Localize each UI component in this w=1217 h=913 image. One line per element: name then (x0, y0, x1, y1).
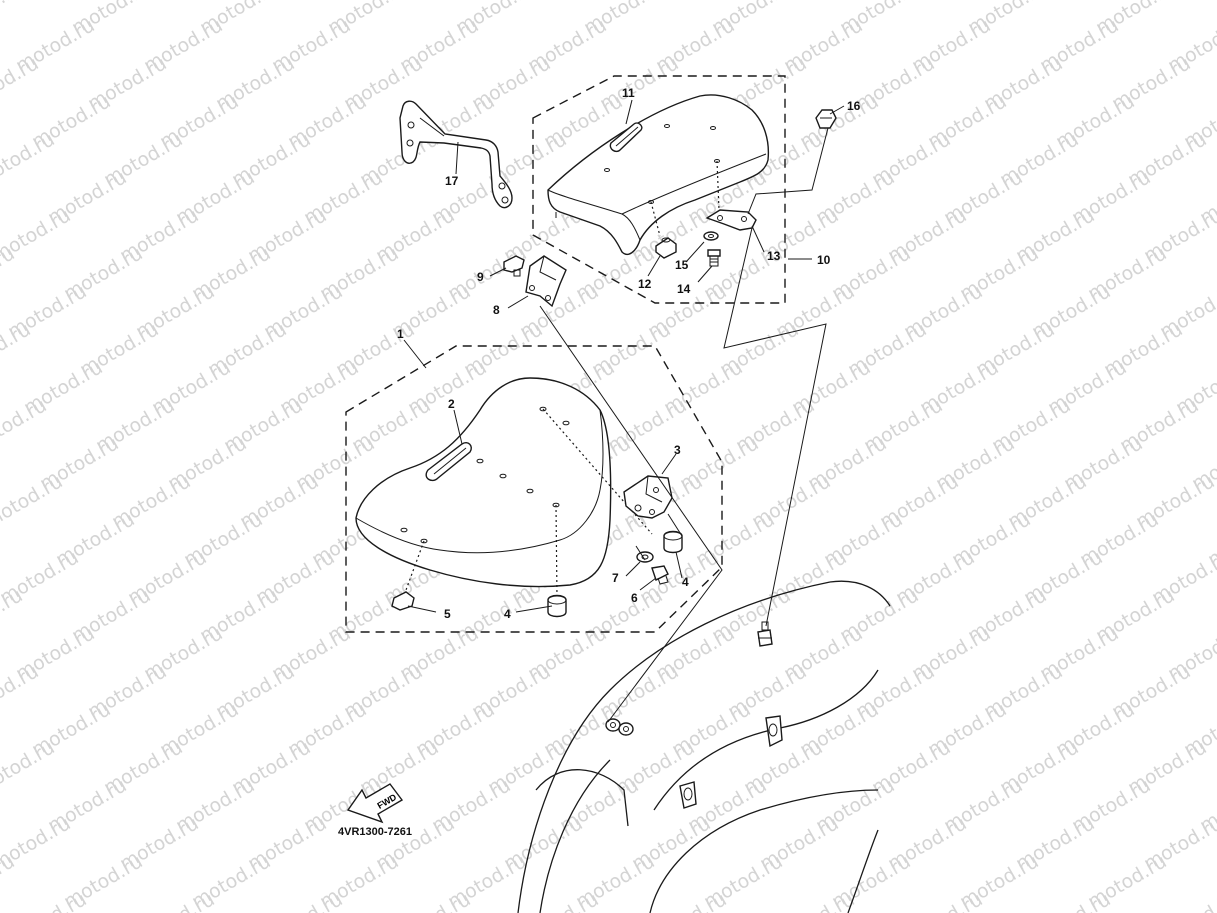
washer-part-7 (636, 551, 654, 563)
callout-8: 8 (493, 303, 500, 317)
grab-bar-part (399, 100, 513, 209)
callout-13: 13 (767, 249, 781, 263)
callout-7: 7 (612, 571, 619, 585)
washer-part-15 (703, 231, 719, 241)
front-seat-group-boundary (345, 345, 723, 633)
callout-10: 10 (817, 253, 831, 267)
fwd-arrow-icon: FWD (346, 783, 404, 824)
rear-seat-part (547, 94, 770, 256)
assembly-lines (539, 127, 829, 723)
callout-4-lower: 4 (504, 607, 511, 621)
callout-6: 6 (631, 591, 638, 605)
front-seat-part (355, 377, 653, 599)
bolt-part-9 (503, 255, 525, 277)
front-bracket-part-3 (623, 475, 673, 519)
callout-3: 3 (674, 443, 681, 457)
rear-seat-group-boundary (532, 75, 786, 304)
callout-4-right: 4 (682, 575, 689, 589)
callout-1: 1 (397, 327, 404, 341)
seat-bracket-part-8 (525, 255, 567, 308)
diagram-part-code: 4VR1300-7261 (338, 826, 413, 838)
callout-9: 9 (477, 270, 484, 284)
callout-2: 2 (448, 397, 455, 411)
callout-15: 15 (675, 258, 689, 272)
rear-bracket-part-13 (705, 209, 757, 231)
seat-damper-part-5 (391, 591, 415, 611)
seat-damper-part-4-right (663, 530, 683, 554)
callout-12: 12 (638, 277, 652, 291)
callout-16: 16 (847, 99, 861, 113)
callout-11: 11 (622, 86, 635, 100)
seat-damper-part-4-lower (547, 594, 567, 618)
bolt-part-14 (707, 249, 721, 267)
callout-17: 17 (445, 174, 459, 188)
rear-seat-nut-part (655, 237, 677, 259)
callout-14: 14 (677, 282, 691, 296)
leader-lines (403, 99, 845, 613)
callout-5: 5 (444, 607, 451, 621)
cap-nut-part-16 (815, 109, 837, 129)
rear-fender-outline (517, 580, 891, 913)
bolt-part-6 (651, 565, 669, 585)
